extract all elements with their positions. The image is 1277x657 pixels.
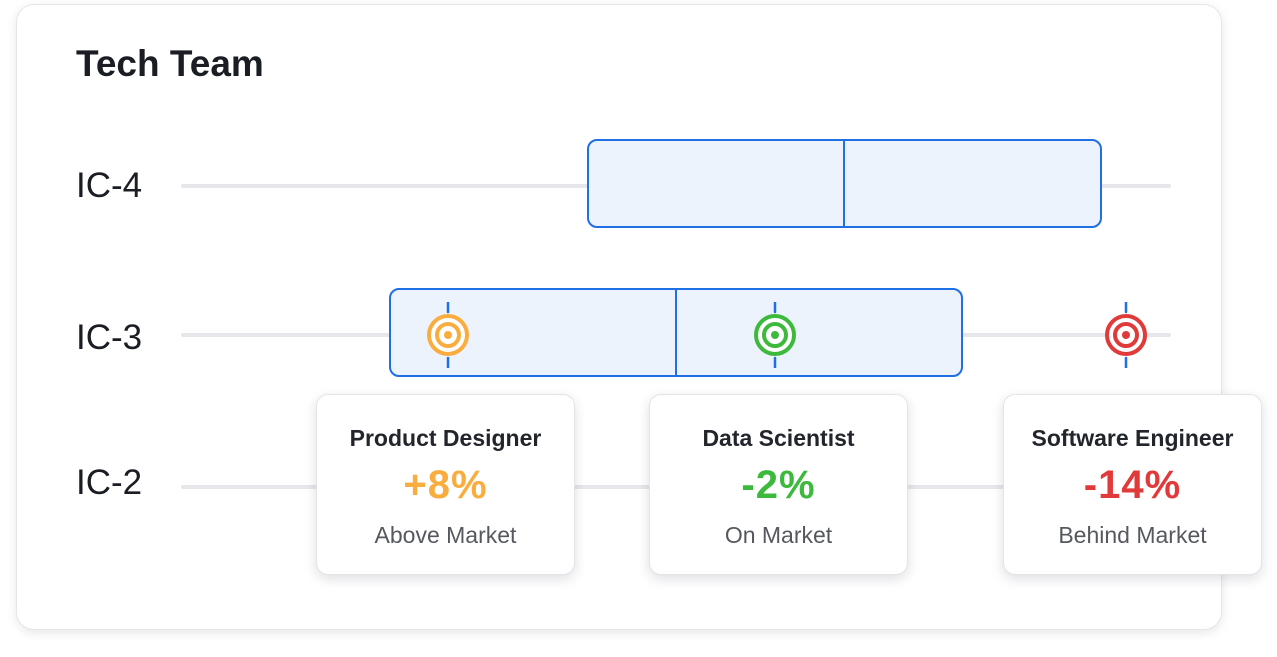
tooltip-status: Above Market — [374, 522, 517, 548]
tooltip-data-scientist: Data Scientist -2% On Market — [649, 394, 908, 575]
target-icon[interactable] — [1104, 300, 1148, 370]
row-label-ic2: IC-2 — [76, 463, 143, 502]
tooltip-percent: -2% — [741, 463, 816, 507]
tooltip-percent: +8% — [403, 463, 488, 507]
tooltip-status: Behind Market — [1058, 522, 1207, 548]
target-icon[interactable] — [426, 300, 470, 370]
row-label-ic4: IC-4 — [76, 166, 143, 205]
tooltip-role: Product Designer — [349, 425, 542, 451]
chart-title: Tech Team — [76, 43, 264, 84]
tooltip-status: On Market — [724, 522, 833, 548]
tooltip-product-designer: Product Designer +8% Above Market — [316, 394, 575, 575]
target-icon[interactable] — [753, 300, 797, 370]
tooltip-role: Data Scientist — [702, 425, 855, 451]
tooltip-role: Software Engineer — [1031, 425, 1234, 451]
range-box-ic3[interactable] — [388, 288, 964, 377]
tooltip-software-engineer: Software Engineer -14% Behind Market — [1003, 394, 1262, 575]
median-line-ic4 — [843, 141, 846, 226]
tooltip-percent: -14% — [1083, 463, 1182, 507]
row-label-ic3: IC-3 — [76, 318, 143, 357]
range-box-ic4[interactable] — [586, 139, 1102, 228]
median-line-ic3 — [674, 290, 677, 375]
